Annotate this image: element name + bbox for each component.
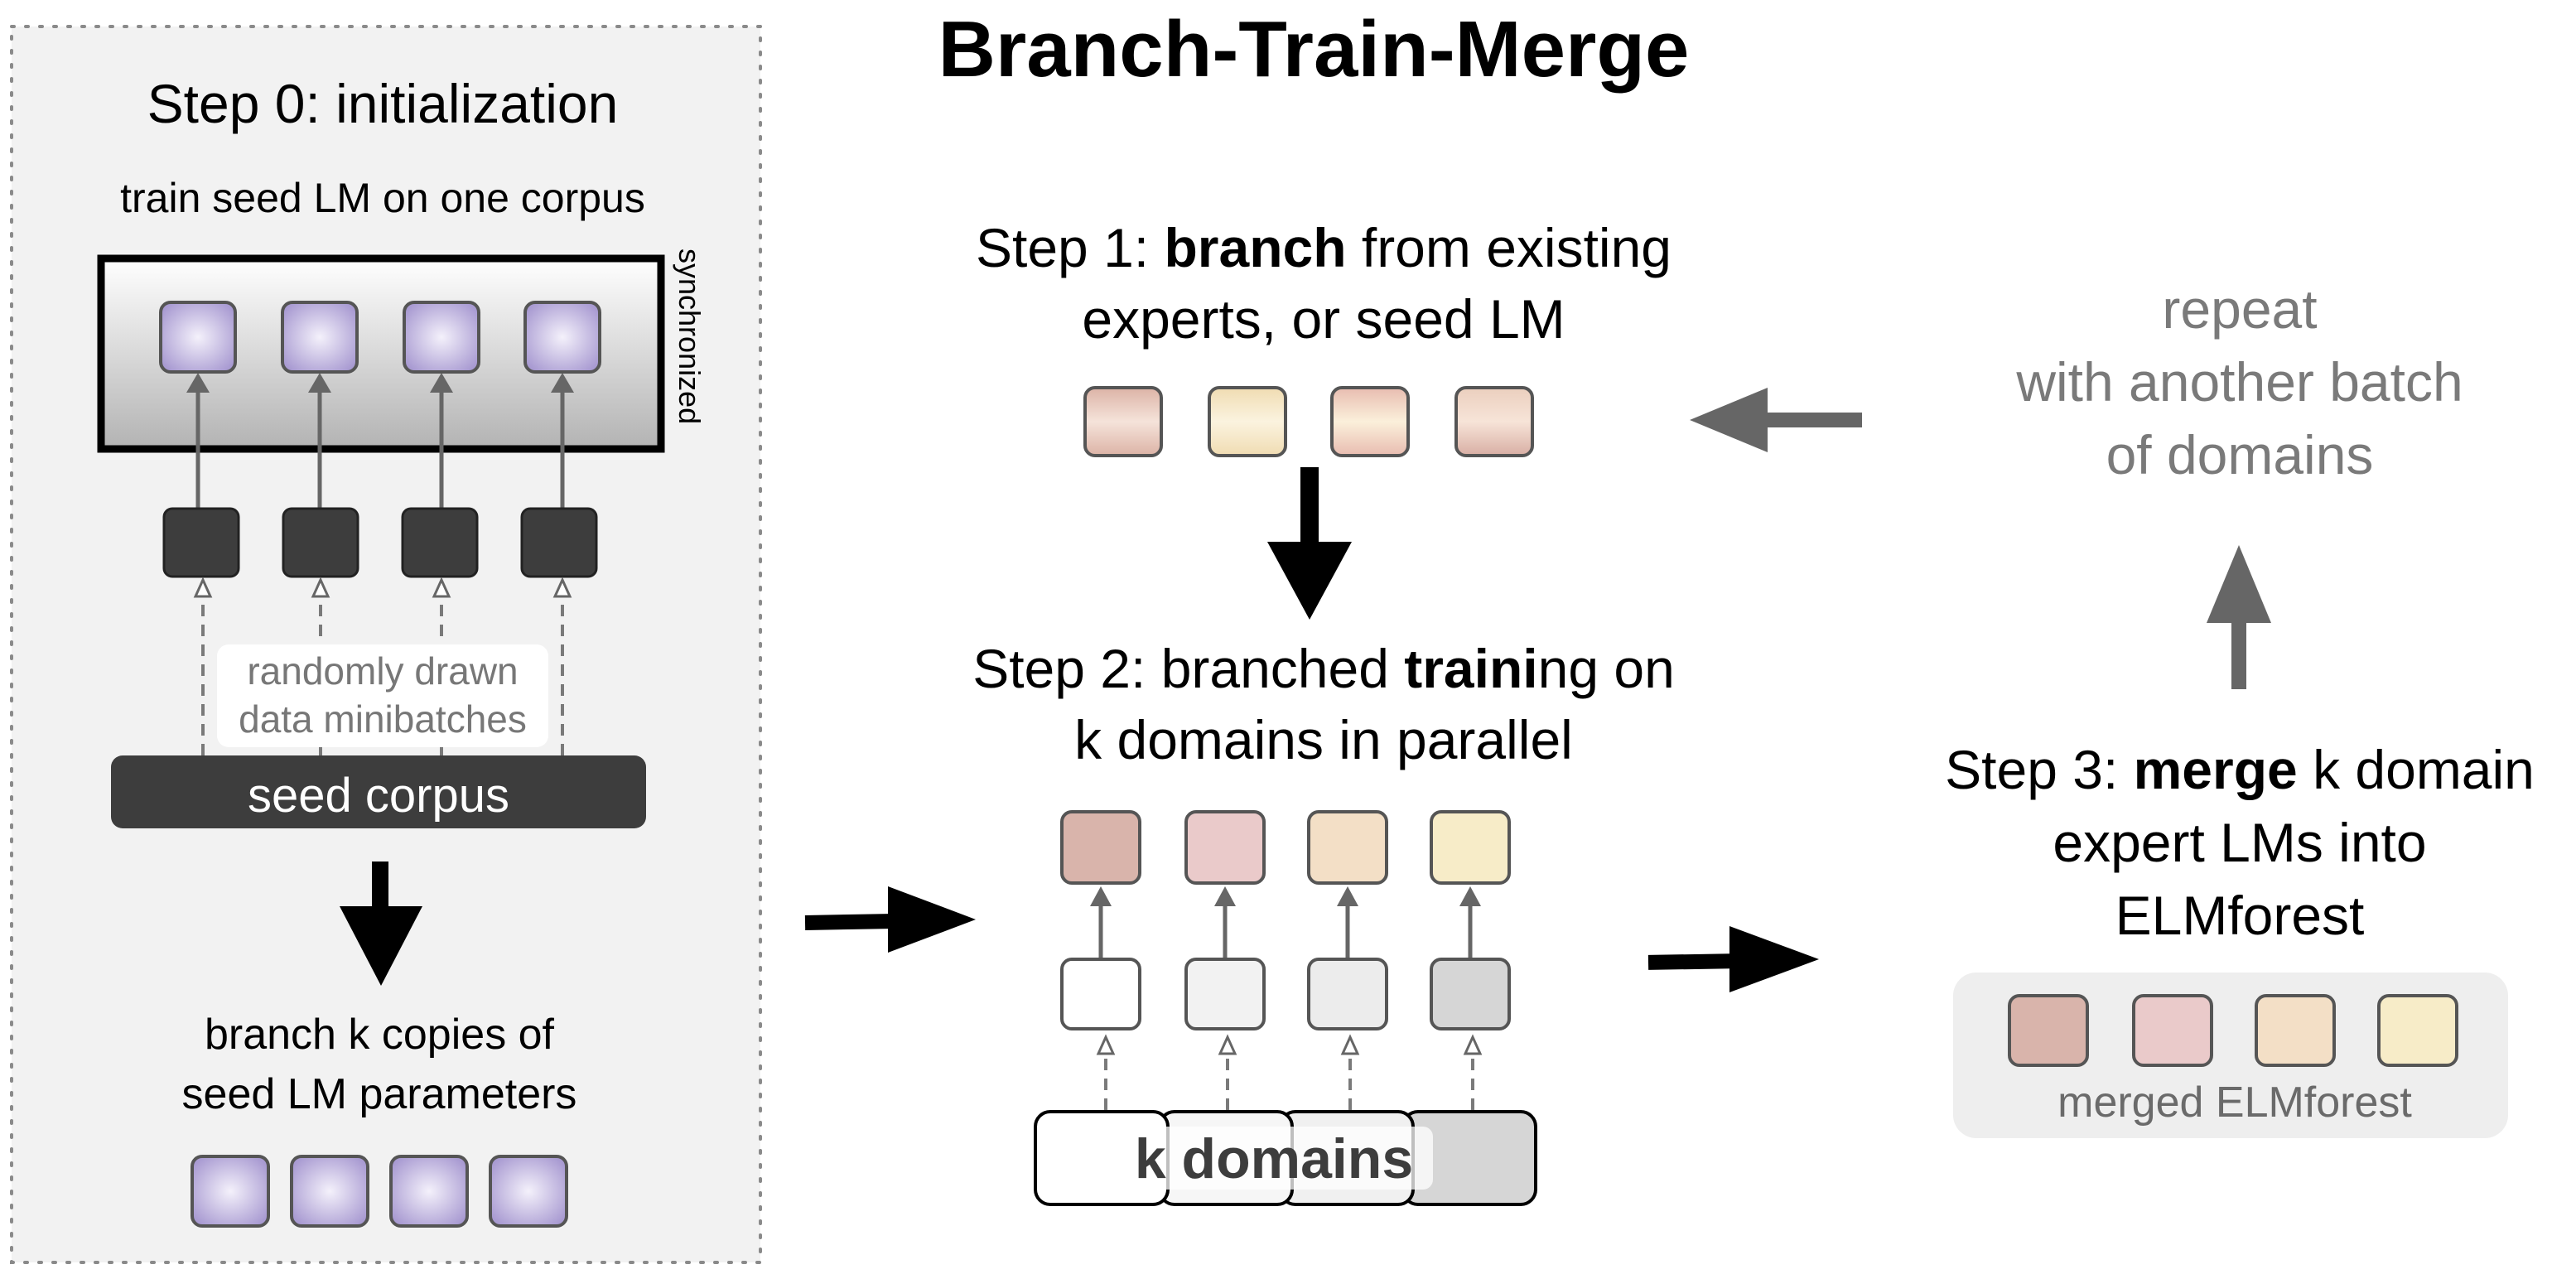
step2-experts	[1060, 810, 1511, 885]
minibatch-arrowheads	[193, 577, 572, 598]
expert-box	[1083, 386, 1163, 457]
gradient-arrows	[186, 373, 574, 509]
step0-heading: Step 0: initialization	[147, 73, 619, 134]
expert-box	[2255, 994, 2336, 1067]
branch-down-arrow	[340, 862, 422, 986]
step2-workers	[1060, 958, 1511, 1030]
step0-subheading: train seed LM on one corpus	[120, 175, 645, 221]
merged-elmforest-label: merged ELMforest	[2057, 1079, 2412, 1127]
expert-box	[1330, 386, 1410, 457]
worker-box	[162, 507, 240, 578]
step2-data-arrowheads	[1096, 1034, 1483, 1055]
step0-to-step2-arrow	[804, 886, 976, 953]
seed-parameter-box	[281, 301, 359, 374]
copy-parameter-box	[191, 1155, 270, 1228]
seed-parameter-box	[159, 301, 237, 374]
copy-parameter-box	[290, 1155, 369, 1228]
elmforest-panel	[1953, 973, 2508, 1138]
repeat-note: repeat with another batch of domains	[2015, 278, 2463, 485]
expert-box	[2377, 994, 2458, 1067]
repeat-to-step1-arrow	[1690, 388, 1862, 452]
k-domains-bar: k domains	[1034, 1110, 1537, 1206]
worker-box	[282, 507, 359, 578]
seed-corpus-bar	[111, 755, 646, 828]
worker-box	[1307, 958, 1388, 1030]
step1-heading-line1: Step 1: branch from existing	[976, 217, 1672, 278]
seed-corpus-label: seed corpus	[248, 769, 509, 823]
worker-box	[1184, 958, 1266, 1030]
branch-label-line2: seed LM parameters	[182, 1070, 577, 1118]
step0-panel: Step 0: initialization train seed LM on …	[10, 25, 762, 1264]
k-domains-label: k domains	[1135, 1127, 1413, 1190]
repeat-line1: repeat	[2162, 278, 2317, 340]
repeat-line3: of domains	[2106, 424, 2374, 485]
expert-box	[2008, 994, 2089, 1067]
expert-box	[2132, 994, 2213, 1067]
expert-box	[1208, 386, 1287, 457]
diagram-title: Branch-Train-Merge	[938, 5, 1690, 94]
worker-box	[520, 507, 598, 578]
expert-box	[1430, 810, 1511, 885]
repeat-line2: with another batch	[2015, 351, 2463, 413]
expert-box	[1184, 810, 1266, 885]
step3-heading-line3: ELMforest	[2115, 885, 2365, 946]
domain-label-background	[1126, 1127, 1433, 1190]
expert-box	[1060, 810, 1141, 885]
copy-parameter-box	[389, 1155, 469, 1228]
synchronized-label: synchronized	[673, 249, 707, 424]
expert-box	[1454, 386, 1534, 457]
step2-section: Step 2: branched training on k domains i…	[972, 638, 1675, 1206]
minibatch-label-line1: randomly drawn	[247, 649, 518, 693]
seed-parameter-box	[523, 301, 601, 374]
branched-copies	[191, 1155, 568, 1228]
branch-label-line1: branch k copies of	[205, 1011, 555, 1059]
minibatch-label-line2: data minibatches	[239, 697, 527, 741]
step2-heading-line2: k domains in parallel	[1074, 709, 1573, 770]
step3-section: Step 3: merge k domain expert LMs into E…	[1945, 739, 2535, 1138]
step3-to-repeat-arrow	[2207, 545, 2271, 689]
copy-parameter-box	[489, 1155, 568, 1228]
worker-box	[1430, 958, 1511, 1030]
step2-data-arrows	[1104, 1045, 1474, 1110]
step2-to-step3-arrow	[1647, 926, 1819, 992]
step3-heading-line2: expert LMs into	[2053, 812, 2426, 873]
worker-box	[401, 507, 479, 578]
minibatch-label-background	[217, 644, 548, 747]
step2-update-arrows	[1090, 886, 1481, 959]
step3-heading-line1: Step 3: merge k domain	[1945, 739, 2535, 800]
seed-parameter-box	[403, 301, 480, 374]
expert-box	[1307, 810, 1388, 885]
step1-to-step2-arrow	[1267, 467, 1352, 620]
step1-heading-line2: experts, or seed LM	[1082, 288, 1565, 350]
elmforest-experts	[2008, 994, 2458, 1067]
step2-heading-line1: Step 2: branched training on	[972, 638, 1675, 699]
step1-section: Step 1: branch from existing experts, or…	[976, 217, 1672, 620]
worker-box	[1060, 958, 1141, 1030]
gpu-workers	[162, 507, 598, 578]
seed-lm-parameters	[159, 301, 601, 374]
step1-experts	[1083, 386, 1534, 457]
